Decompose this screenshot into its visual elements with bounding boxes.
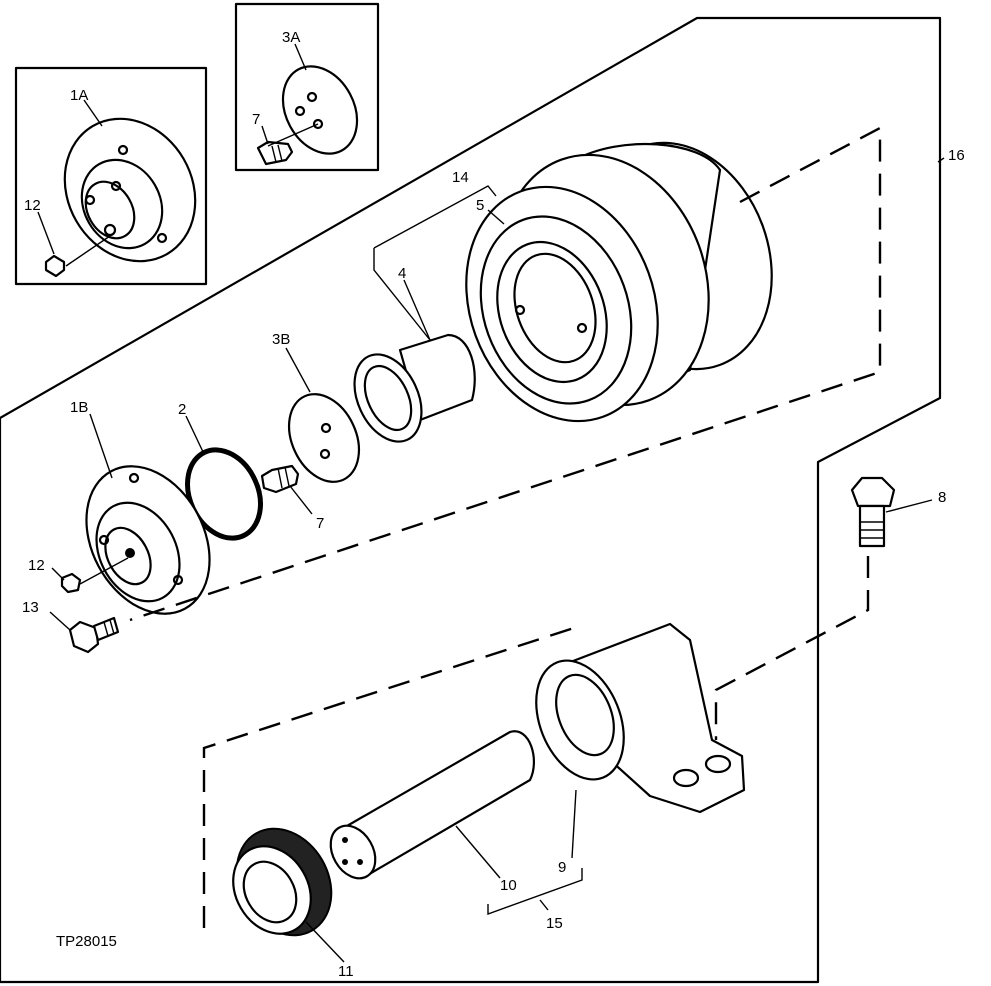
- callout-13: 13: [22, 599, 39, 616]
- thrust-washer-3b: [287, 393, 361, 483]
- assembly-guide-lines: [129, 126, 882, 928]
- callout-14: 14: [452, 169, 469, 186]
- callout-15: 15: [546, 915, 563, 932]
- callout-7-inset: 7: [252, 111, 260, 128]
- callout-12-inset: 12: [24, 197, 41, 214]
- callout-1b: 1B: [70, 399, 88, 416]
- bushing-4: [353, 333, 476, 443]
- callout-5: 5: [476, 197, 484, 214]
- callout-16: 16: [948, 147, 965, 164]
- roller-body: [465, 141, 773, 423]
- inset-3a: [234, 2, 380, 172]
- bracket-9: [535, 622, 746, 814]
- callout-9: 9: [558, 859, 566, 876]
- callout-7: 7: [316, 515, 324, 532]
- callout-1a: 1A: [70, 87, 88, 104]
- callout-12: 12: [28, 557, 45, 574]
- callout-4: 4: [398, 265, 406, 282]
- inset-1a: [14, 66, 208, 286]
- callout-11: 11: [338, 963, 354, 980]
- assembly-outline: [0, 16, 942, 984]
- callout-10: 10: [500, 877, 517, 894]
- shaft-10: [329, 730, 535, 880]
- callout-8: 8: [938, 489, 946, 506]
- callout-2: 2: [178, 401, 186, 418]
- leader-lines: [37, 43, 945, 963]
- cap-screw-13: [68, 616, 120, 654]
- callout-3a: 3A: [282, 29, 300, 46]
- end-cap-1b: [60, 465, 211, 615]
- seal-11: [232, 827, 333, 937]
- callout-labels: 1A 12 3A 7 14 5 16 4 3B 1B 2 7 8 12 13 9…: [22, 29, 965, 980]
- cap-screw-7: [260, 464, 300, 494]
- callout-3b: 3B: [272, 331, 290, 348]
- bolt-8: [850, 476, 896, 548]
- figure-id: TP28015: [56, 933, 117, 950]
